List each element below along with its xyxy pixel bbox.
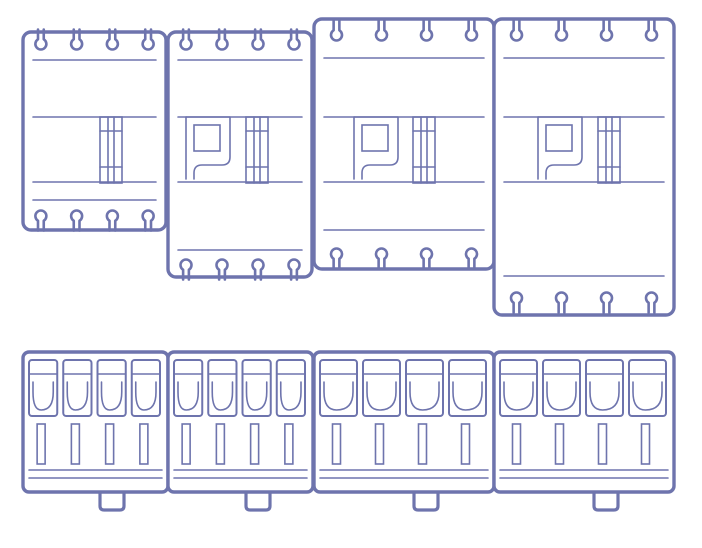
terminal-bottom <box>329 247 344 270</box>
terminal-bottom <box>105 209 120 232</box>
terminal-top <box>251 28 265 51</box>
front-view-outline <box>166 30 314 279</box>
terminal-top <box>419 19 434 42</box>
bottom-view-4 <box>492 350 676 512</box>
bottom-view-outline <box>166 350 315 494</box>
terminal-clamp <box>241 359 272 465</box>
bottom-view-1 <box>21 350 170 512</box>
bottom-view-outline <box>492 350 676 494</box>
front-view-outline <box>492 17 676 317</box>
terminal-clamp <box>207 359 238 465</box>
terminal-bottom <box>34 209 48 232</box>
toggle-lever <box>99 116 123 184</box>
toggle-lever <box>412 116 436 184</box>
terminal-top <box>141 28 155 51</box>
front-view-outline <box>312 17 496 271</box>
terminal-clamp <box>28 359 59 465</box>
rcd-test-window <box>537 116 583 180</box>
terminal-top <box>179 28 193 51</box>
terminal-bottom <box>141 209 155 232</box>
terminal-top <box>374 19 389 42</box>
rcd-test-window <box>353 116 399 180</box>
toggle-lever <box>597 116 621 184</box>
din-rail-clip <box>244 490 272 512</box>
terminal-bottom <box>69 209 84 232</box>
terminal-clamp <box>362 359 401 465</box>
terminal-bottom <box>419 247 434 270</box>
front-view-outline <box>21 30 168 232</box>
terminal-top <box>287 28 301 51</box>
terminal-bottom <box>509 291 524 314</box>
front-view-4 <box>492 17 676 317</box>
terminal-top <box>329 19 344 42</box>
bottom-view-2 <box>166 350 315 512</box>
toggle-lever <box>245 116 269 184</box>
terminal-bottom <box>554 291 569 314</box>
terminal-clamp <box>499 359 538 465</box>
terminal-clamp <box>542 359 581 465</box>
terminal-bottom <box>644 291 659 314</box>
terminal-top <box>509 19 524 42</box>
din-rail-clip <box>412 490 440 512</box>
terminal-bottom <box>599 291 614 314</box>
terminal-top <box>554 19 569 42</box>
terminal-top <box>464 19 479 42</box>
bottom-view-outline <box>21 350 170 494</box>
terminal-clamp <box>275 359 306 465</box>
terminal-clamp <box>628 359 667 465</box>
terminal-clamp <box>62 359 93 465</box>
front-view-3 <box>312 17 496 271</box>
terminal-top <box>34 28 48 51</box>
terminal-clamp <box>96 359 127 465</box>
din-rail-clip <box>98 490 126 512</box>
terminal-clamp <box>173 359 204 465</box>
terminal-clamp <box>319 359 358 465</box>
terminal-clamp <box>448 359 487 465</box>
front-view-2 <box>166 28 314 281</box>
terminal-top <box>69 28 84 51</box>
terminal-clamp <box>130 359 161 465</box>
terminal-top <box>215 28 229 51</box>
terminal-bottom <box>215 258 229 281</box>
terminal-clamp <box>405 359 444 465</box>
terminal-bottom <box>179 258 193 281</box>
terminal-top <box>105 28 120 51</box>
terminal-bottom <box>374 247 389 270</box>
front-view-1 <box>21 28 168 232</box>
bottom-view-3 <box>312 350 496 512</box>
terminal-bottom <box>287 258 301 281</box>
din-rail-clip <box>592 490 620 512</box>
terminal-bottom <box>464 247 479 270</box>
bottom-view-outline <box>312 350 496 494</box>
rcd-test-window <box>185 116 231 180</box>
terminal-top <box>599 19 614 42</box>
terminal-clamp <box>585 359 624 465</box>
terminal-bottom <box>251 258 265 281</box>
terminal-top <box>644 19 659 42</box>
